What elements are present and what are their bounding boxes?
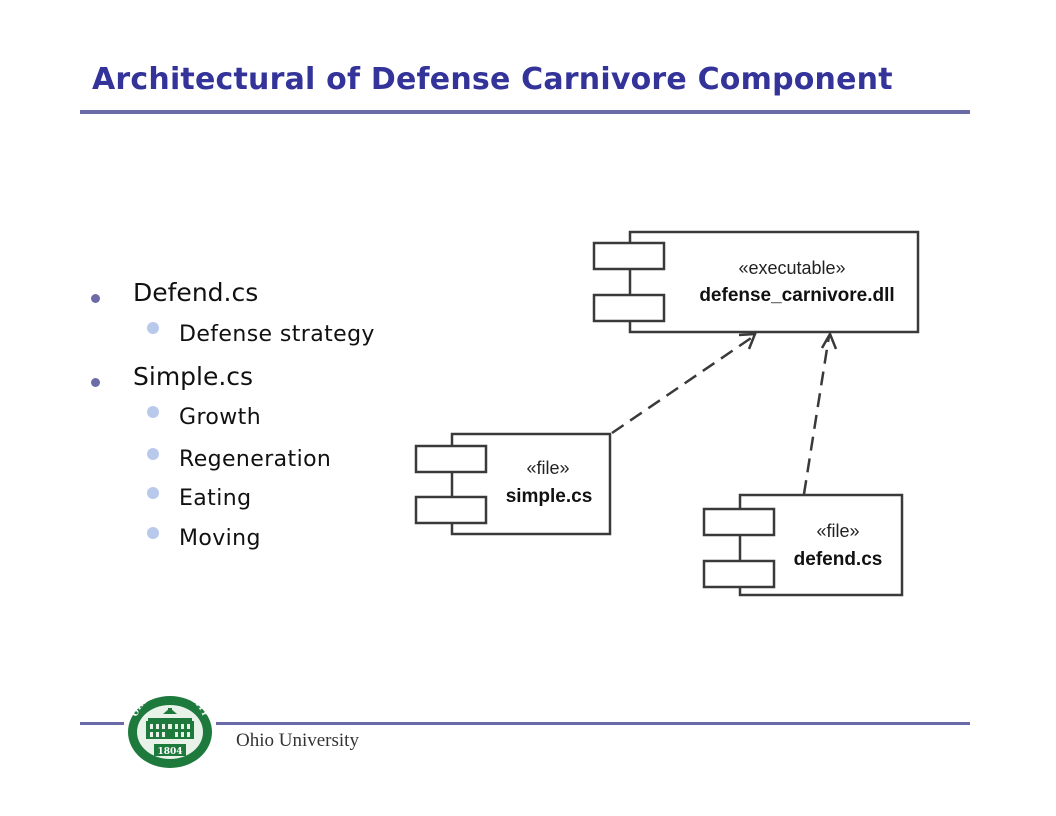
sub-bullet-dot xyxy=(147,322,159,334)
sub-bullet-moving: Moving xyxy=(179,526,261,551)
bullet-dot xyxy=(91,378,100,387)
footer-divider-right xyxy=(216,722,970,725)
sub-bullet-growth: Growth xyxy=(179,405,262,430)
sub-bullet-dot xyxy=(147,406,159,418)
component-simple-cs: «file» simple.cs xyxy=(414,432,612,536)
component-name: defend.cs xyxy=(794,549,883,570)
component-stereotype: «executable» xyxy=(738,258,845,278)
component-stereotype: «file» xyxy=(526,458,569,478)
seal-year: 1804 xyxy=(157,747,182,757)
component-tab xyxy=(702,559,776,589)
component-tab xyxy=(702,507,776,537)
footer-divider-left xyxy=(80,722,124,725)
component-tab xyxy=(414,444,488,474)
bullet-defend: Defend.cs xyxy=(133,278,259,307)
dependency-defend-to-dll xyxy=(802,331,838,495)
slide-title: Architectural of Defense Carnivore Compo… xyxy=(92,62,893,97)
component-body xyxy=(628,230,920,334)
sub-bullet-dot xyxy=(147,448,159,460)
sub-bullet-eating: Eating xyxy=(179,486,252,511)
bullet-simple: Simple.cs xyxy=(133,362,254,391)
bullet-dot xyxy=(91,294,100,303)
ohio-university-seal-logo: OHIO UNIVERSITY 1804 xyxy=(128,692,212,768)
component-name: defense_carnivore.dll xyxy=(699,285,894,306)
component-stereotype: «file» xyxy=(816,521,859,541)
footer-org-name: Ohio University xyxy=(236,730,359,751)
sub-bullet-defense-strategy: Defense strategy xyxy=(179,322,375,347)
title-divider xyxy=(80,110,970,114)
component-defense-carnivore: «executable» defense_carnivore.dll xyxy=(592,230,920,334)
sub-bullet-regeneration: Regeneration xyxy=(179,447,332,472)
component-name: simple.cs xyxy=(506,486,593,507)
component-tab xyxy=(592,241,666,271)
sub-bullet-dot xyxy=(147,487,159,499)
component-defend-cs: «file» defend.cs xyxy=(702,493,904,597)
component-tab xyxy=(592,293,666,323)
dependency-simple-to-dll xyxy=(611,332,757,435)
sub-bullet-dot xyxy=(147,527,159,539)
component-tab xyxy=(414,495,488,525)
